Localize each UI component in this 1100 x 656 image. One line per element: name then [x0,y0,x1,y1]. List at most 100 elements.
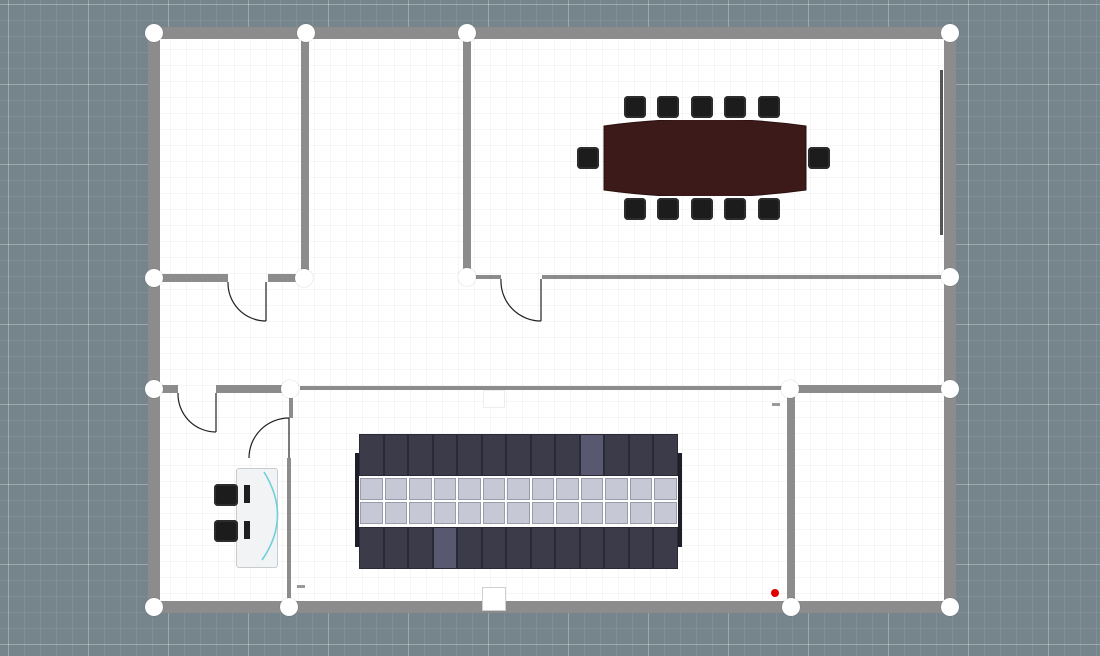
chair-icon[interactable] [724,96,746,118]
server-rack-icon[interactable] [457,527,482,569]
floor-tile [360,478,383,500]
server-rack-icon[interactable] [628,527,653,569]
wall-vertex-handle[interactable] [145,269,163,287]
chair-icon[interactable] [691,96,713,118]
wall-corridor-bottom-right[interactable] [790,385,950,393]
sensor-marker[interactable] [771,589,779,597]
wall-corridor-bottom-mid[interactable] [216,385,290,393]
wall-vertex-handle[interactable] [781,380,799,398]
floor-tile [482,502,505,524]
wall-bottom[interactable] [148,601,956,613]
wall-office2-right[interactable] [463,33,471,278]
chair-icon[interactable] [758,96,780,118]
wall-fixture-marker [297,585,305,588]
wall-offices-bottom-mid[interactable] [268,274,304,282]
chair-icon[interactable] [657,96,679,118]
server-rack-icon[interactable] [506,527,531,569]
chair-icon[interactable] [724,198,746,220]
floor-tile [433,502,456,524]
server-rack-icon[interactable] [604,527,629,569]
server-rack-icon[interactable] [359,434,384,476]
wall-server-left-top[interactable] [289,398,293,418]
floor-tile [433,478,456,500]
floor-vent[interactable] [482,587,506,611]
wall-conference-bottom-right[interactable] [542,275,950,279]
chair-icon[interactable] [758,198,780,220]
door-swing-icon [500,278,542,322]
wall-vertex-handle[interactable] [280,598,298,616]
chair-icon[interactable] [624,96,646,118]
wall-offices-bottom-left[interactable] [154,274,228,282]
floor-tile [409,502,432,524]
server-rack-icon[interactable] [530,434,555,476]
floor-tile [482,478,505,500]
server-rack-icon[interactable] [579,527,604,569]
chair-icon[interactable] [808,147,830,169]
chair-icon[interactable] [624,198,646,220]
server-rack-icon[interactable] [555,527,580,569]
floor-tile [458,502,481,524]
chair-icon[interactable] [657,198,679,220]
server-rack-icon[interactable] [530,527,555,569]
wall-vertex-handle[interactable] [941,24,959,42]
server-rack-icon[interactable] [432,527,457,569]
door-swing-icon [248,417,290,459]
floor-tile [556,502,579,524]
wall-corridor-bottom-left[interactable] [154,385,178,393]
server-rack-icon[interactable] [457,434,482,476]
floor-tile [605,502,628,524]
ceiling-vent[interactable] [483,390,505,408]
wall-vertex-handle[interactable] [145,24,163,42]
server-rack-icon[interactable] [408,527,433,569]
wall-vertex-handle[interactable] [941,380,959,398]
server-rack-icon[interactable] [481,527,506,569]
chair-icon[interactable] [214,520,238,542]
wall-conference-bottom-left[interactable] [467,275,501,279]
server-rack-icon[interactable] [432,434,457,476]
wall-top[interactable] [148,27,956,39]
wall-vertex-handle[interactable] [297,24,315,42]
server-rack-icon[interactable] [359,527,384,569]
wall-corridor-bottom-center[interactable] [300,386,790,390]
rack-row-end-cap [678,453,682,547]
server-rack-icon[interactable] [481,434,506,476]
monitor-icon[interactable] [244,521,250,539]
wall-vertex-handle[interactable] [295,269,313,287]
chair-icon[interactable] [577,147,599,169]
wall-vertex-handle[interactable] [782,598,800,616]
wall-vertex-handle[interactable] [458,268,476,286]
server-rack-icon[interactable] [555,434,580,476]
server-rack-icon[interactable] [383,527,408,569]
wall-vertex-handle[interactable] [145,380,163,398]
wall-vertex-handle[interactable] [941,268,959,286]
server-rack-icon[interactable] [383,434,408,476]
wall-server-left-bottom[interactable] [287,458,291,608]
wall-vertex-handle[interactable] [941,598,959,616]
wall-server-right[interactable] [787,390,795,608]
wall-fixture-marker [772,403,780,406]
wall-vertex-handle[interactable] [281,380,299,398]
server-rack-icon[interactable] [653,527,678,569]
server-rack-icon[interactable] [408,434,433,476]
floor-tile [384,478,407,500]
door-swing-icon [227,281,267,322]
server-rack-icon[interactable] [653,434,678,476]
wall-right[interactable] [944,27,956,613]
monitor-icon[interactable] [244,485,250,503]
floor-area [154,33,950,607]
server-rack-icon[interactable] [506,434,531,476]
floor-tile [409,478,432,500]
wall-vertex-handle[interactable] [145,598,163,616]
wall-vertex-handle[interactable] [458,24,476,42]
wall-office1-right[interactable] [301,33,309,278]
server-rack-icon[interactable] [579,434,604,476]
chair-icon[interactable] [691,198,713,220]
server-rack-icon[interactable] [604,434,629,476]
server-rack-icon[interactable] [628,434,653,476]
conference-table[interactable] [600,120,810,196]
wall-left[interactable] [148,27,160,613]
chair-icon[interactable] [214,484,238,506]
